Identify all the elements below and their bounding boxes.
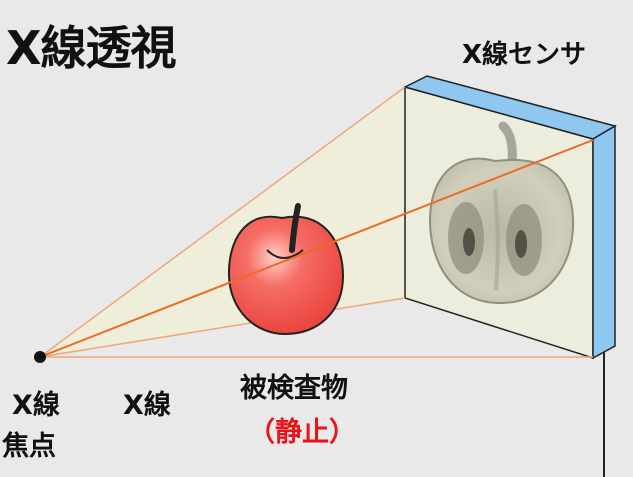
sensor-label: X線センサ [462,40,587,70]
central-ray [39,139,594,358]
page-title: X線透視 [6,21,176,75]
sensor-side [592,124,616,360]
xray-label: X線 [123,390,171,421]
focal-label-line2: 焦点 [2,431,56,462]
apple [227,203,345,336]
focal-point [34,351,46,363]
focal-label-line1: X線 [12,390,60,421]
beam-edge-bottom [39,297,406,358]
object-label: 被検査物 [240,373,348,404]
beam-edge-top [39,86,406,358]
apple-xray-image [428,121,575,305]
object-sub-label: （静止） [248,417,356,448]
